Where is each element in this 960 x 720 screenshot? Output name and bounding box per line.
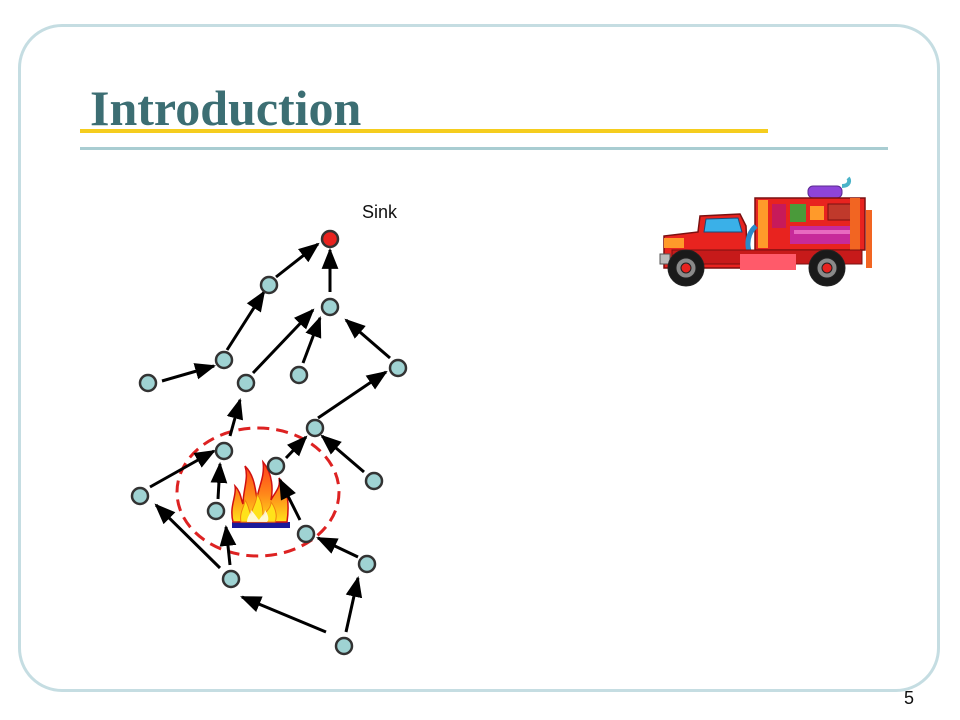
sensor-node [320, 297, 340, 317]
slide-title: Introduction [90, 80, 362, 136]
edge [149, 449, 216, 489]
sensor-node [206, 501, 226, 521]
sensor-node [259, 275, 279, 295]
edge [154, 503, 222, 570]
sensor-node [214, 350, 234, 370]
edge [301, 316, 322, 364]
event-region [175, 426, 341, 558]
sensor-node [296, 524, 316, 544]
edge [225, 290, 266, 351]
edge [251, 308, 315, 375]
title-underline [80, 129, 768, 133]
sensor-node [364, 471, 384, 491]
edge [284, 435, 308, 460]
page-number: 5 [904, 688, 915, 708]
edge [240, 595, 327, 634]
edge [317, 370, 388, 420]
sensor-node [357, 554, 377, 574]
wheel [808, 249, 846, 287]
sensor-node [334, 636, 354, 656]
sensor-node [388, 358, 408, 378]
edge [278, 478, 302, 521]
edge [219, 524, 237, 566]
sensor-node [221, 569, 241, 589]
network-edges [149, 242, 391, 634]
edge [226, 397, 244, 437]
sensor-node [236, 373, 256, 393]
sensor-node [289, 365, 309, 385]
sink-label: Sink [362, 202, 398, 222]
sensor-node [130, 486, 150, 506]
title-divider [80, 147, 888, 150]
sensor-node [305, 418, 325, 438]
sensor-node [214, 441, 234, 461]
edge [344, 318, 391, 360]
edge [210, 461, 228, 500]
edge [344, 575, 363, 633]
edge [275, 242, 320, 279]
sink-node [320, 229, 340, 249]
edge [320, 434, 365, 474]
network-nodes [130, 229, 408, 656]
edge [161, 363, 217, 383]
slide-frame [18, 24, 940, 692]
sensor-node [266, 456, 286, 476]
edge [316, 536, 359, 559]
sensor-node [138, 373, 158, 393]
fire-truck-icon [659, 176, 872, 287]
wheel [667, 249, 705, 287]
